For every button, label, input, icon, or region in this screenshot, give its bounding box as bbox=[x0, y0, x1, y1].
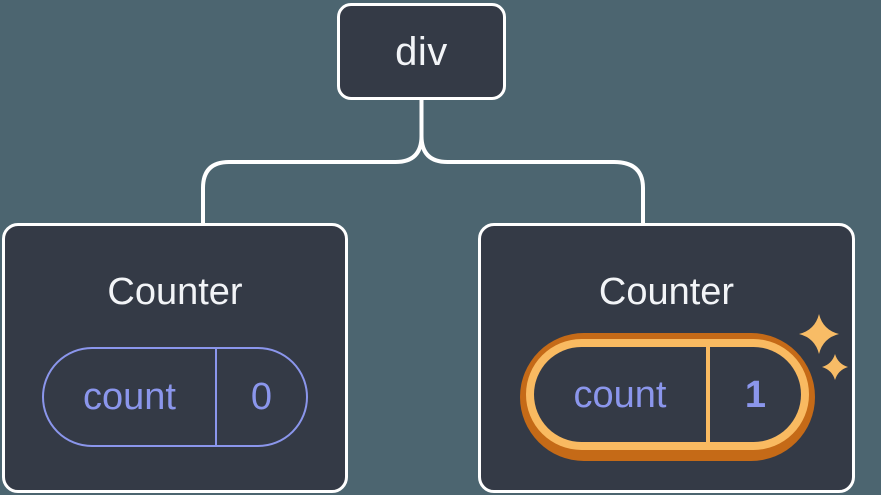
state-pill-highlighted: count 1 bbox=[520, 333, 815, 461]
state-value-segment: 0 bbox=[217, 349, 306, 445]
root-node-div: div bbox=[337, 3, 506, 100]
counter-title: Counter bbox=[598, 271, 735, 313]
state-value: 0 bbox=[250, 376, 273, 418]
connector-right-branch bbox=[419, 98, 645, 226]
state-name-segment: count bbox=[44, 349, 217, 445]
counter-node-left: Counter count 0 bbox=[2, 223, 348, 493]
state-pill: count 0 bbox=[42, 347, 308, 447]
state-pill-highlight-ring: count 1 bbox=[526, 339, 809, 450]
counter-node-right: Counter count 1 bbox=[478, 223, 855, 493]
state-value-segment: 1 bbox=[710, 347, 801, 442]
sparkle-small bbox=[822, 354, 848, 380]
root-node-label: div bbox=[395, 29, 448, 74]
state-name-segment: count bbox=[534, 347, 710, 442]
state-value: 1 bbox=[744, 373, 767, 416]
state-pill-inner: count 1 bbox=[534, 347, 801, 442]
state-name-label: count bbox=[573, 373, 667, 416]
sparkle-large bbox=[799, 314, 839, 354]
counter-title: Counter bbox=[107, 271, 243, 313]
state-name-label: count bbox=[83, 376, 176, 418]
connector-left-branch bbox=[201, 98, 424, 226]
